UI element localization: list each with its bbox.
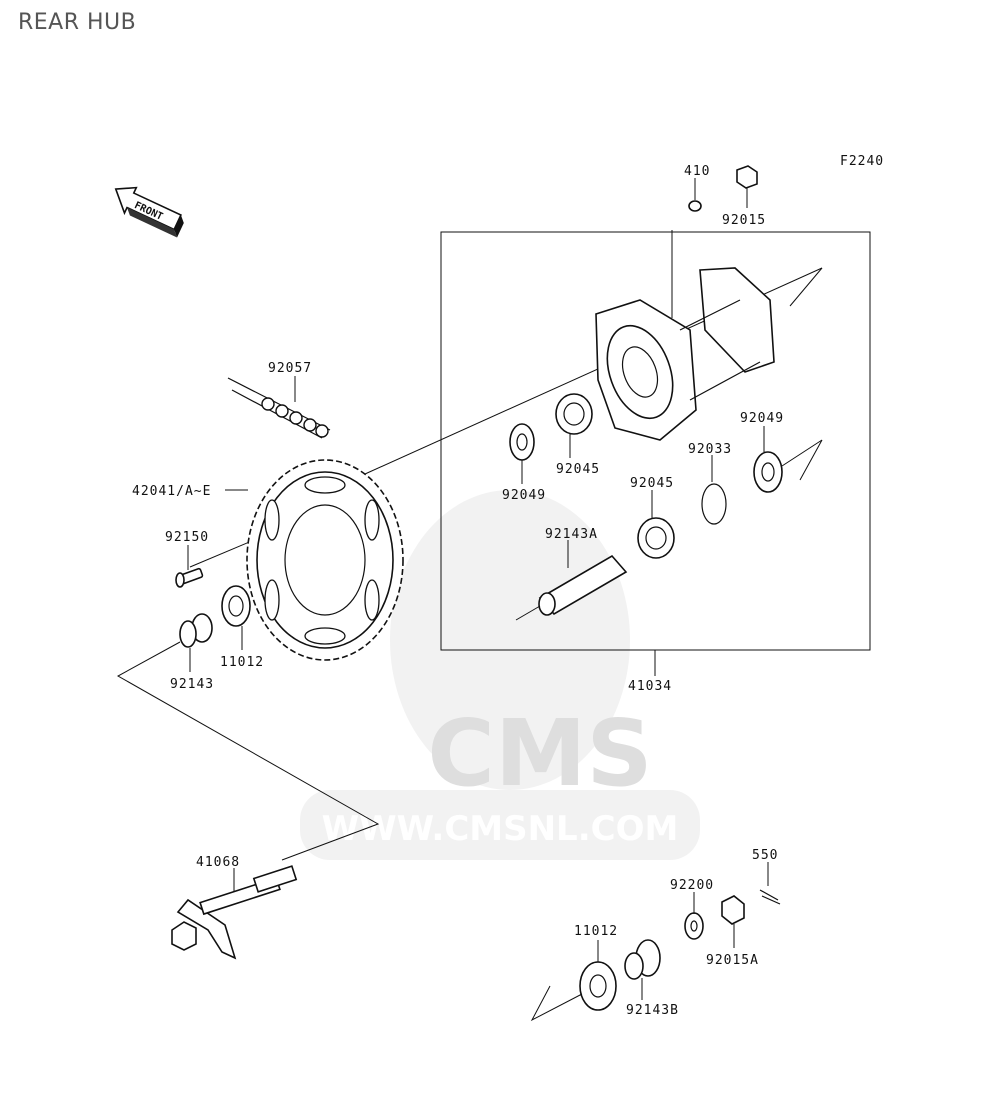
label-410: 410 — [684, 164, 710, 179]
cotter-pin-part — [759, 862, 781, 905]
label-41068: 41068 — [196, 855, 240, 870]
label-42041: 42041/A~E — [132, 484, 211, 499]
bolt-part — [175, 545, 204, 588]
seal-11012-left-part — [221, 585, 251, 650]
watermark-url: WWW.CMSNL.COM — [322, 809, 679, 849]
part-labels: 410 92015 92057 42041/A~E 92150 92049 92… — [132, 164, 784, 1018]
label-550: 550 — [752, 848, 778, 863]
seal-92049-upper-part — [509, 423, 535, 484]
part-410 — [688, 178, 702, 212]
label-92049-right: 92049 — [740, 411, 784, 426]
nut-92015a-part — [721, 895, 745, 948]
bearing-92045-upper-part — [555, 393, 593, 458]
rear-hub-part — [595, 230, 775, 441]
label-92150: 92150 — [165, 530, 209, 545]
watermark-brand: CMS — [427, 700, 652, 807]
axle-part — [171, 865, 298, 960]
label-11012-left: 11012 — [220, 655, 264, 670]
spacer-92143a-part — [515, 540, 628, 621]
sprocket-part — [225, 459, 404, 661]
label-92045-upper: 92045 — [556, 462, 600, 477]
part-92015 — [736, 165, 758, 208]
label-92143: 92143 — [170, 677, 214, 692]
page-title: REAR HUB — [18, 10, 137, 35]
label-92015: 92015 — [722, 213, 766, 228]
washer-92200-part — [684, 892, 704, 940]
hub-assembly-box — [440, 231, 871, 651]
collar-92143b-part — [624, 939, 661, 1000]
bearing-92045-lower-part — [637, 490, 675, 559]
label-92143a: 92143A — [545, 527, 598, 542]
figure-code: F2240 — [840, 154, 884, 169]
label-92057: 92057 — [268, 361, 312, 376]
front-arrow-icon: FRONT — [114, 186, 184, 238]
circlip-part — [701, 455, 727, 525]
label-92049-upper: 92049 — [502, 488, 546, 503]
label-92015a: 92015A — [706, 953, 759, 968]
label-92200: 92200 — [670, 878, 714, 893]
chain-part — [227, 376, 331, 439]
label-11012-right: 11012 — [574, 924, 618, 939]
seal-92049-right-part — [753, 426, 823, 493]
label-41034: 41034 — [628, 679, 672, 694]
label-92033: 92033 — [688, 442, 732, 457]
label-92143b: 92143B — [626, 1003, 679, 1018]
watermark: CMS WWW.CMSNL.COM — [300, 490, 700, 860]
label-92045-lower: 92045 — [630, 476, 674, 491]
seal-11012-right-part — [530, 940, 617, 1022]
collar-92143-part — [179, 613, 213, 672]
